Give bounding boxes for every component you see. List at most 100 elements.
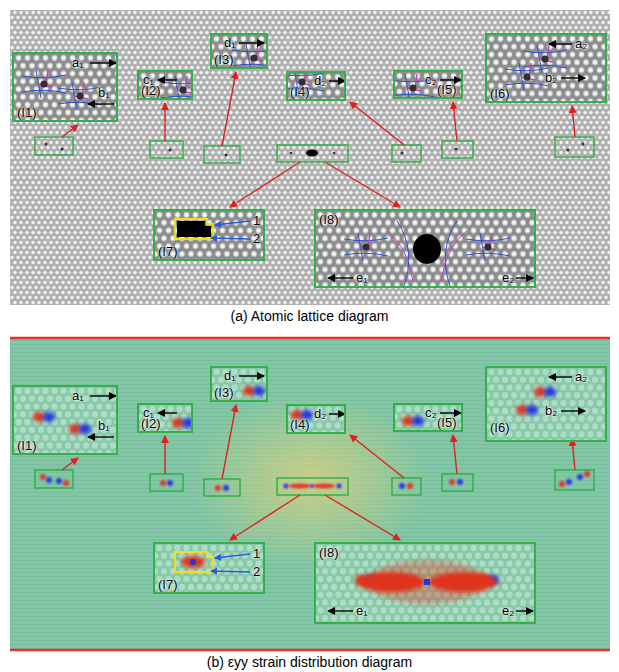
- svg-line: [239, 375, 264, 376]
- svg-rect: [10, 10, 610, 305]
- vector-label: d₂: [314, 74, 326, 88]
- vector-label: 2: [253, 232, 260, 246]
- svg-rect: [35, 470, 73, 488]
- svg-line: [62, 458, 78, 470]
- inset-number: (I2): [141, 417, 161, 431]
- svg-circle: [40, 474, 46, 480]
- svg-circle: [77, 93, 84, 100]
- lattice-inset: c₁(I2): [137, 70, 193, 100]
- inset-number: (I6): [490, 421, 510, 435]
- lattice-inset: d₂(I4): [286, 404, 346, 434]
- vector-label: b₂: [545, 71, 557, 85]
- panel-caption: (b) εyy strain distribution diagram: [0, 654, 619, 670]
- svg-line: [215, 221, 250, 225]
- svg-line: [561, 77, 585, 78]
- svg-circle: [46, 477, 52, 483]
- lattice-inset: a₂b₂(I6): [485, 33, 607, 103]
- svg-rect: [288, 73, 346, 101]
- svg-path: [445, 221, 457, 288]
- lattice-inset: c₂(I5): [393, 70, 463, 99]
- svg-rect: [555, 137, 594, 157]
- svg-rect: [204, 479, 240, 496]
- svg-line: [328, 277, 353, 278]
- svg-circle: [582, 143, 585, 146]
- svg-rect: [392, 145, 421, 162]
- svg-line: [440, 79, 461, 80]
- svg-rect: [395, 72, 463, 99]
- locator-boxes: [35, 137, 594, 163]
- svg-rect: [10, 337, 610, 650]
- svg-circle: [41, 81, 48, 88]
- svg-rect: [487, 35, 607, 103]
- lattice-inset: a₁b₁(I1): [12, 385, 118, 455]
- svg-line: [329, 413, 345, 414]
- svg-line: [222, 72, 236, 146]
- lattice-panel: [10, 10, 610, 305]
- vector-label: 1: [253, 214, 260, 228]
- svg-circle: [401, 152, 404, 155]
- svg-circle: [457, 479, 463, 485]
- svg-rect: [212, 368, 268, 402]
- svg-line: [329, 80, 345, 81]
- strain-panel: [10, 337, 610, 650]
- lattice-inset: d₁(I3): [210, 33, 268, 69]
- svg-circle: [407, 483, 413, 489]
- svg-path: [344, 238, 388, 241]
- svg-rect: [395, 405, 463, 432]
- svg-line: [222, 405, 236, 479]
- svg-circle: [410, 85, 417, 92]
- inset-number: (I1): [17, 439, 37, 453]
- svg-path: [175, 219, 213, 239]
- svg-rect: [395, 72, 463, 99]
- svg-rect: [212, 35, 268, 69]
- svg-rect: [316, 211, 536, 288]
- inset-number: (I1): [17, 106, 37, 120]
- svg-rect: [442, 141, 473, 158]
- svg-line: [440, 412, 461, 413]
- inset-number: (I7): [158, 245, 178, 259]
- svg-line: [325, 162, 400, 207]
- svg-ellipse: [367, 560, 487, 604]
- svg-path: [395, 94, 435, 97]
- svg-rect: [139, 405, 193, 433]
- svg-path: [161, 81, 193, 84]
- vector-label: 1: [253, 547, 260, 561]
- svg-ellipse: [412, 416, 424, 426]
- leader-arrows: [62, 72, 575, 540]
- svg-circle: [225, 154, 228, 157]
- svg-ellipse: [181, 556, 205, 568]
- svg-circle: [61, 148, 64, 151]
- svg-path: [175, 552, 213, 572]
- svg-g: [505, 63, 549, 91]
- svg-g: [344, 233, 388, 261]
- svg-rect: [14, 54, 118, 122]
- svg-path: [22, 90, 66, 93]
- svg-rect: [392, 478, 421, 495]
- svg-ellipse: [43, 412, 55, 422]
- svg-circle: [399, 483, 405, 489]
- svg-circle: [584, 471, 590, 477]
- svg-rect: [14, 387, 118, 455]
- svg-path: [177, 221, 211, 237]
- svg-g: [22, 70, 66, 98]
- dislocation-marks: [45, 143, 585, 157]
- svg-rect: [212, 368, 268, 402]
- svg-rect: [155, 544, 265, 594]
- inset-number: (I3): [214, 386, 234, 400]
- svg-rect: [277, 478, 348, 495]
- svg-circle: [559, 481, 565, 487]
- svg-line: [10, 649, 610, 652]
- svg-line: [90, 62, 116, 63]
- strain-dipoles: [40, 471, 590, 491]
- svg-rect: [277, 145, 348, 162]
- vector-label: e₂: [502, 271, 514, 285]
- svg-ellipse: [306, 150, 318, 157]
- svg-rect: [316, 544, 536, 624]
- svg-rect: [316, 211, 536, 288]
- inset-number: (I3): [214, 53, 234, 67]
- svg-path: [523, 65, 567, 68]
- svg-rect: [155, 211, 265, 261]
- svg-rect: [10, 10, 610, 305]
- inset-number: (I6): [490, 87, 510, 101]
- svg-rect: [155, 544, 265, 594]
